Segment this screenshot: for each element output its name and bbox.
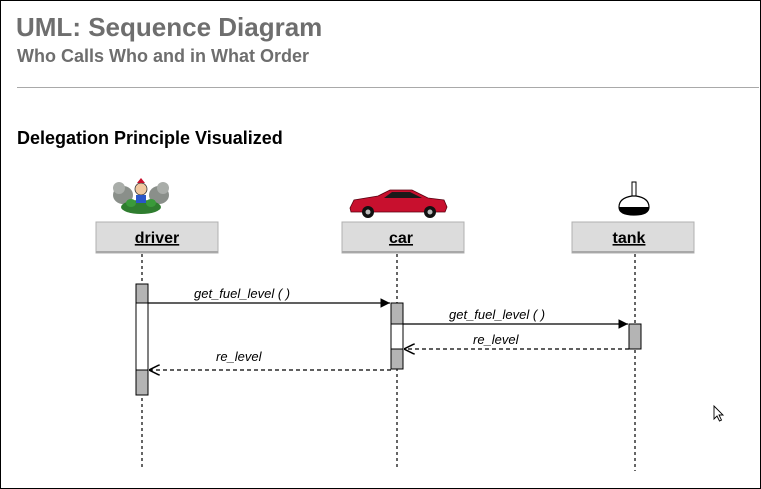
message-driver-to-car-label: get_fuel_level ( ) — [194, 286, 290, 301]
mouse-cursor-icon — [713, 404, 725, 422]
return-car-to-driver-label: re_level — [216, 349, 263, 364]
participant-tank-label: tank — [613, 230, 646, 247]
title-divider — [17, 87, 759, 88]
participant-driver-label: driver — [135, 230, 179, 247]
red-sports-car-icon — [349, 189, 448, 218]
return-car-to-driver: re_level — [149, 349, 391, 370]
fuel-tank-flask-icon — [618, 181, 650, 216]
message-driver-to-car: get_fuel_level ( ) — [148, 286, 390, 308]
section-heading: Delegation Principle Visualized — [17, 128, 283, 148]
participant-driver: driver — [95, 221, 219, 254]
activation-tank — [628, 323, 642, 350]
message-car-to-tank: get_fuel_level ( ) — [403, 307, 628, 329]
participant-tank: tank — [571, 221, 695, 254]
return-tank-to-car-label: re_level — [473, 332, 520, 347]
participant-car-label: car — [389, 230, 413, 247]
return-tank-to-car: re_level — [404, 332, 629, 349]
message-car-to-tank-label: get_fuel_level ( ) — [449, 307, 545, 322]
participant-car: car — [341, 221, 465, 254]
activation-car — [390, 302, 404, 370]
activation-driver — [135, 283, 149, 396]
driver-icon — [113, 178, 169, 214]
slide-title: UML: Sequence Diagram — [16, 12, 323, 42]
slide-subtitle: Who Calls Who and in What Order — [17, 46, 309, 66]
